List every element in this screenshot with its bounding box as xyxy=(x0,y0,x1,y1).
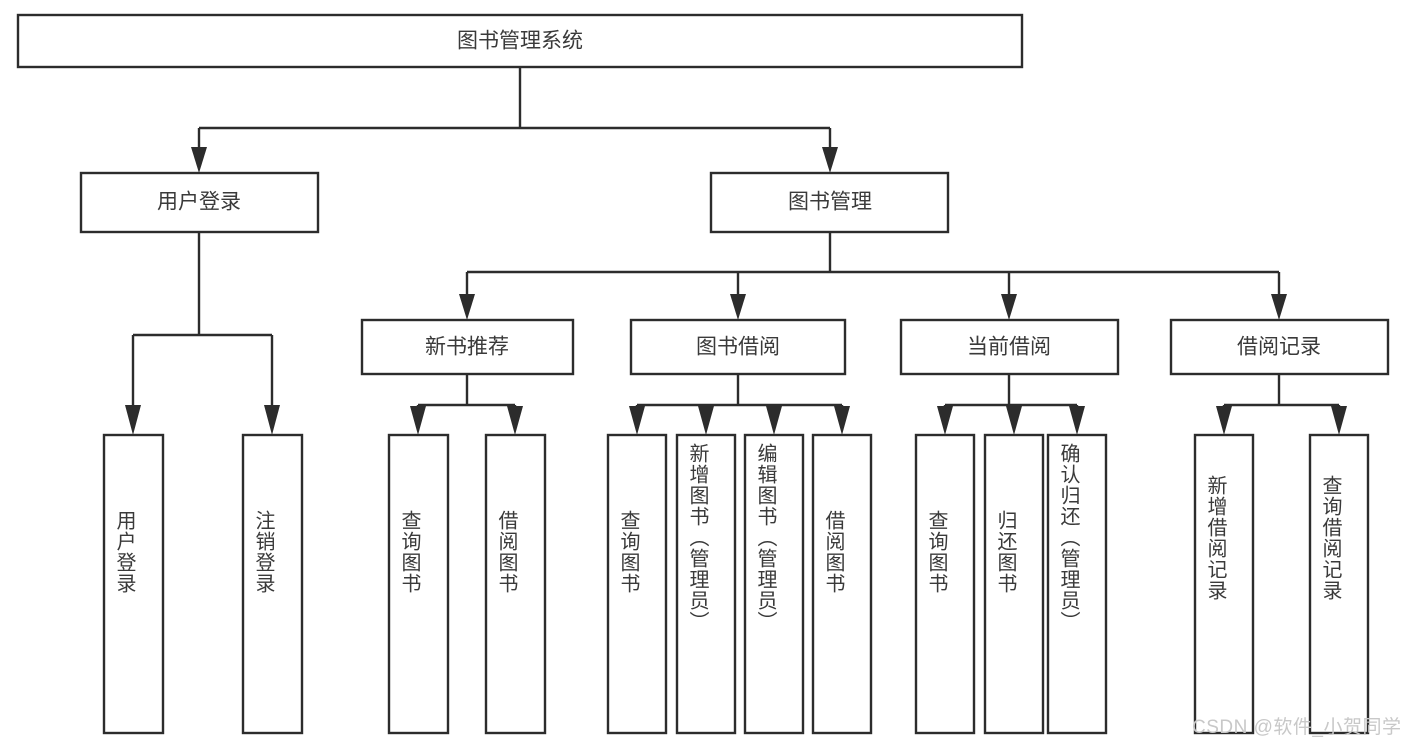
arrow-newbook-leaf-2 xyxy=(507,406,523,435)
connector-layer xyxy=(125,68,1347,435)
node-root-label: 图书管理系统 xyxy=(457,30,583,53)
leaf-borrow-book-2-box[interactable] xyxy=(811,433,873,735)
arrow-bookborrow-leaf-2 xyxy=(698,406,714,435)
arrow-book-mgmt-child-2 xyxy=(730,294,746,320)
leaf-logout-login-box[interactable] xyxy=(241,433,304,735)
node-book-borrow-label: 图书借阅 xyxy=(696,336,780,359)
node-new-book-recommend-box[interactable] xyxy=(360,318,575,376)
arrow-book-mgmt-child-1 xyxy=(459,294,475,320)
leaf-query-book-1-box[interactable] xyxy=(387,433,450,735)
leaf-query-book-3-box[interactable] xyxy=(914,433,976,735)
leaf-user-login-box[interactable] xyxy=(102,433,165,735)
node-box-layer xyxy=(16,13,1390,735)
leaf-query-borrow-record-box[interactable] xyxy=(1308,433,1370,735)
node-book-management-label: 图书管理 xyxy=(788,191,872,214)
arrow-newbook-leaf-1 xyxy=(410,406,426,435)
arrow-currentborrow-leaf-2 xyxy=(1006,406,1022,435)
arrow-root-to-book-mgmt xyxy=(822,147,838,173)
csdn-watermark: CSDN @软件_小贺同学 xyxy=(1192,717,1402,738)
arrow-bookborrow-leaf-4 xyxy=(834,406,850,435)
arrow-book-mgmt-child-3 xyxy=(1001,294,1017,320)
leaf-add-borrow-record-box[interactable] xyxy=(1193,433,1255,735)
arrow-user-login-leaf-1 xyxy=(125,405,141,435)
node-user-login-box[interactable] xyxy=(79,171,320,234)
arrow-borrowrecord-leaf-2 xyxy=(1331,406,1347,435)
leaf-return-book-box[interactable] xyxy=(983,433,1045,735)
node-current-borrow-box[interactable] xyxy=(899,318,1120,376)
node-user-login-label: 用户登录 xyxy=(157,191,241,214)
leaf-add-book-admin-box[interactable] xyxy=(675,433,737,735)
arrow-root-to-user-login xyxy=(191,147,207,173)
leaf-edit-book-admin-box[interactable] xyxy=(743,433,805,735)
node-current-borrow-label: 当前借阅 xyxy=(967,336,1051,359)
leaf-query-book-2-box[interactable] xyxy=(606,433,668,735)
arrow-bookborrow-leaf-3 xyxy=(766,406,782,435)
arrow-currentborrow-leaf-1 xyxy=(937,406,953,435)
node-borrow-record-label: 借阅记录 xyxy=(1237,336,1321,359)
node-book-management-box[interactable] xyxy=(709,171,950,234)
horizontal-label-layer: 图书管理系统 用户登录 图书管理 新书推荐 图书借阅 当前借阅 借阅记录 xyxy=(157,30,1321,359)
leaf-confirm-return-admin-box[interactable] xyxy=(1046,433,1108,735)
arrow-bookborrow-leaf-1 xyxy=(629,406,645,435)
node-borrow-record-box[interactable] xyxy=(1169,318,1390,376)
arrow-book-mgmt-child-4 xyxy=(1271,294,1287,320)
arrow-user-login-leaf-2 xyxy=(264,405,280,435)
leaf-borrow-book-1-box[interactable] xyxy=(484,433,547,735)
arrow-borrowrecord-leaf-1 xyxy=(1216,406,1232,435)
node-root-box[interactable] xyxy=(16,13,1024,69)
node-new-book-recommend-label: 新书推荐 xyxy=(425,336,509,359)
node-book-borrow-box[interactable] xyxy=(629,318,847,376)
arrow-currentborrow-leaf-3 xyxy=(1069,406,1085,435)
